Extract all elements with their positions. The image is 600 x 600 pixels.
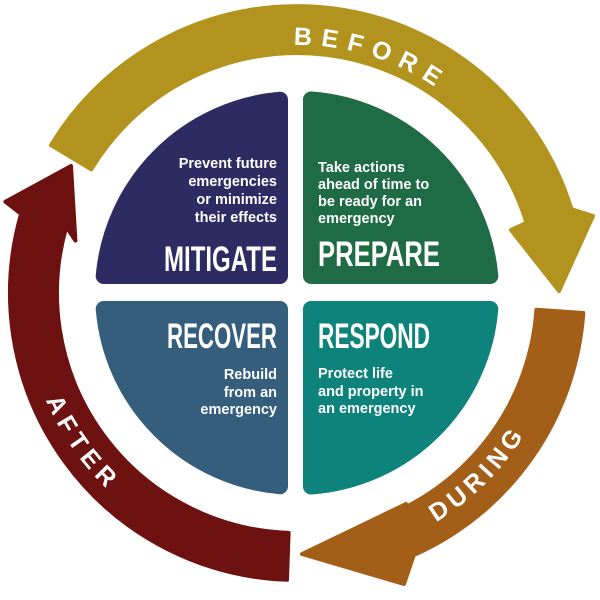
respond-label: RESPOND	[318, 317, 430, 356]
respond-description-line: Protect life	[318, 366, 393, 382]
mitigate-description-line: emergencies	[188, 174, 277, 190]
prepare-description-line: ahead of time to	[318, 177, 429, 193]
during-arrow	[300, 307, 586, 586]
prepare-description-line: emergency	[318, 211, 395, 227]
recover-label: RECOVER	[167, 317, 277, 356]
prepare-description-line: Take actions	[318, 160, 405, 176]
mitigate-label: MITIGATE	[164, 240, 277, 279]
mitigate-text-group: Prevent future emergencies or minimize t…	[164, 156, 277, 279]
respond-quadrant	[303, 301, 499, 495]
recover-description-line: Rebuild	[224, 367, 277, 383]
before-arrow	[49, 4, 595, 293]
prepare-description-line: be ready for an	[318, 194, 422, 210]
mitigate-description-line: their effects	[195, 210, 277, 226]
mitigate-quadrant	[95, 91, 288, 284]
respond-description-line: an emergency	[318, 401, 416, 417]
recover-description-line: emergency	[200, 402, 277, 418]
prepare-quadrant	[303, 91, 499, 284]
recover-description-line: from an	[224, 385, 277, 401]
mitigate-description-line: Prevent future	[179, 156, 277, 172]
prepare-text-group: Take actions ahead of time to be ready f…	[318, 160, 440, 274]
after-arrow	[3, 164, 291, 582]
recover-text-group: RECOVER Rebuild from an emergency	[167, 317, 277, 418]
recover-quadrant	[95, 301, 288, 495]
mitigate-description-line: or minimize	[196, 192, 277, 208]
respond-description-line: and property in	[318, 384, 424, 400]
respond-text-group: RESPOND Protect life and property in an …	[318, 317, 430, 417]
prepare-label: PREPARE	[318, 235, 440, 274]
